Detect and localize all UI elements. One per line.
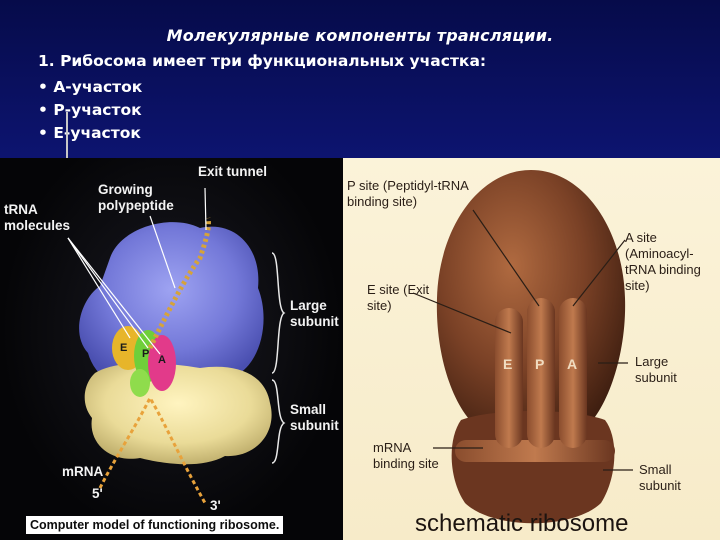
label-exit-tunnel: Exit tunnel: [198, 164, 268, 179]
label-schematic-small-subunit: Small subunit: [639, 462, 681, 493]
label-p-site: P site (Peptidyl-tRNA binding site): [347, 178, 469, 209]
list-item-e-site: Е-участок: [38, 122, 142, 145]
label-e-site: E site (Exit site): [367, 282, 430, 313]
label-mrna-binding-site: mRNA binding site: [373, 440, 439, 471]
trna-a-model: [148, 335, 176, 391]
schematic-caption: schematic ribosome: [415, 510, 629, 537]
model-label-a: A: [158, 354, 166, 366]
computer-model-caption: Computer model of functioning ribosome.: [26, 516, 284, 534]
site-list: А-участок Р-участок Е-участок: [38, 76, 142, 145]
label-3-prime: 3': [210, 498, 221, 513]
list-item-a-site: А-участок: [38, 76, 142, 99]
schematic-label-p: P: [535, 356, 545, 372]
schematic-tube-p: [527, 298, 555, 448]
label-growing-polypeptide: Growing polypeptide: [98, 182, 174, 213]
label-5-prime: 5': [92, 486, 103, 501]
schematic-tube-a: [559, 298, 587, 448]
schematic-label-e: E: [503, 356, 513, 372]
label-schematic-large-subunit: Large subunit: [635, 354, 677, 385]
intro-text: 1. Рибосома имеет три функциональных уча…: [38, 52, 487, 70]
schematic-tube-e: [495, 308, 523, 448]
label-a-site: A site (Aminoacyl-tRNA binding site): [625, 230, 701, 293]
computer-model-figure: tRNA molecules Growing polypeptide Exit …: [0, 158, 343, 540]
label-small-subunit: Small subunit: [290, 402, 339, 433]
schematic-label-a: A: [567, 356, 578, 372]
model-label-p: P: [142, 348, 150, 360]
slide-title: Молекулярные компоненты трансляции.: [166, 26, 554, 45]
cursor-marker: [66, 112, 68, 158]
label-mrna: mRNA: [62, 464, 104, 479]
schematic-ribosome-illustration: [412, 170, 633, 524]
schematic-ribosome-figure: P site (Peptidyl-tRNA binding site) A si…: [343, 158, 720, 540]
label-large-subunit: Large subunit: [290, 298, 339, 329]
list-item-p-site: Р-участок: [38, 99, 142, 122]
model-label-e: E: [120, 342, 128, 354]
computer-model-illustration: [67, 187, 286, 504]
label-trna-molecules: tRNA molecules: [4, 202, 71, 233]
